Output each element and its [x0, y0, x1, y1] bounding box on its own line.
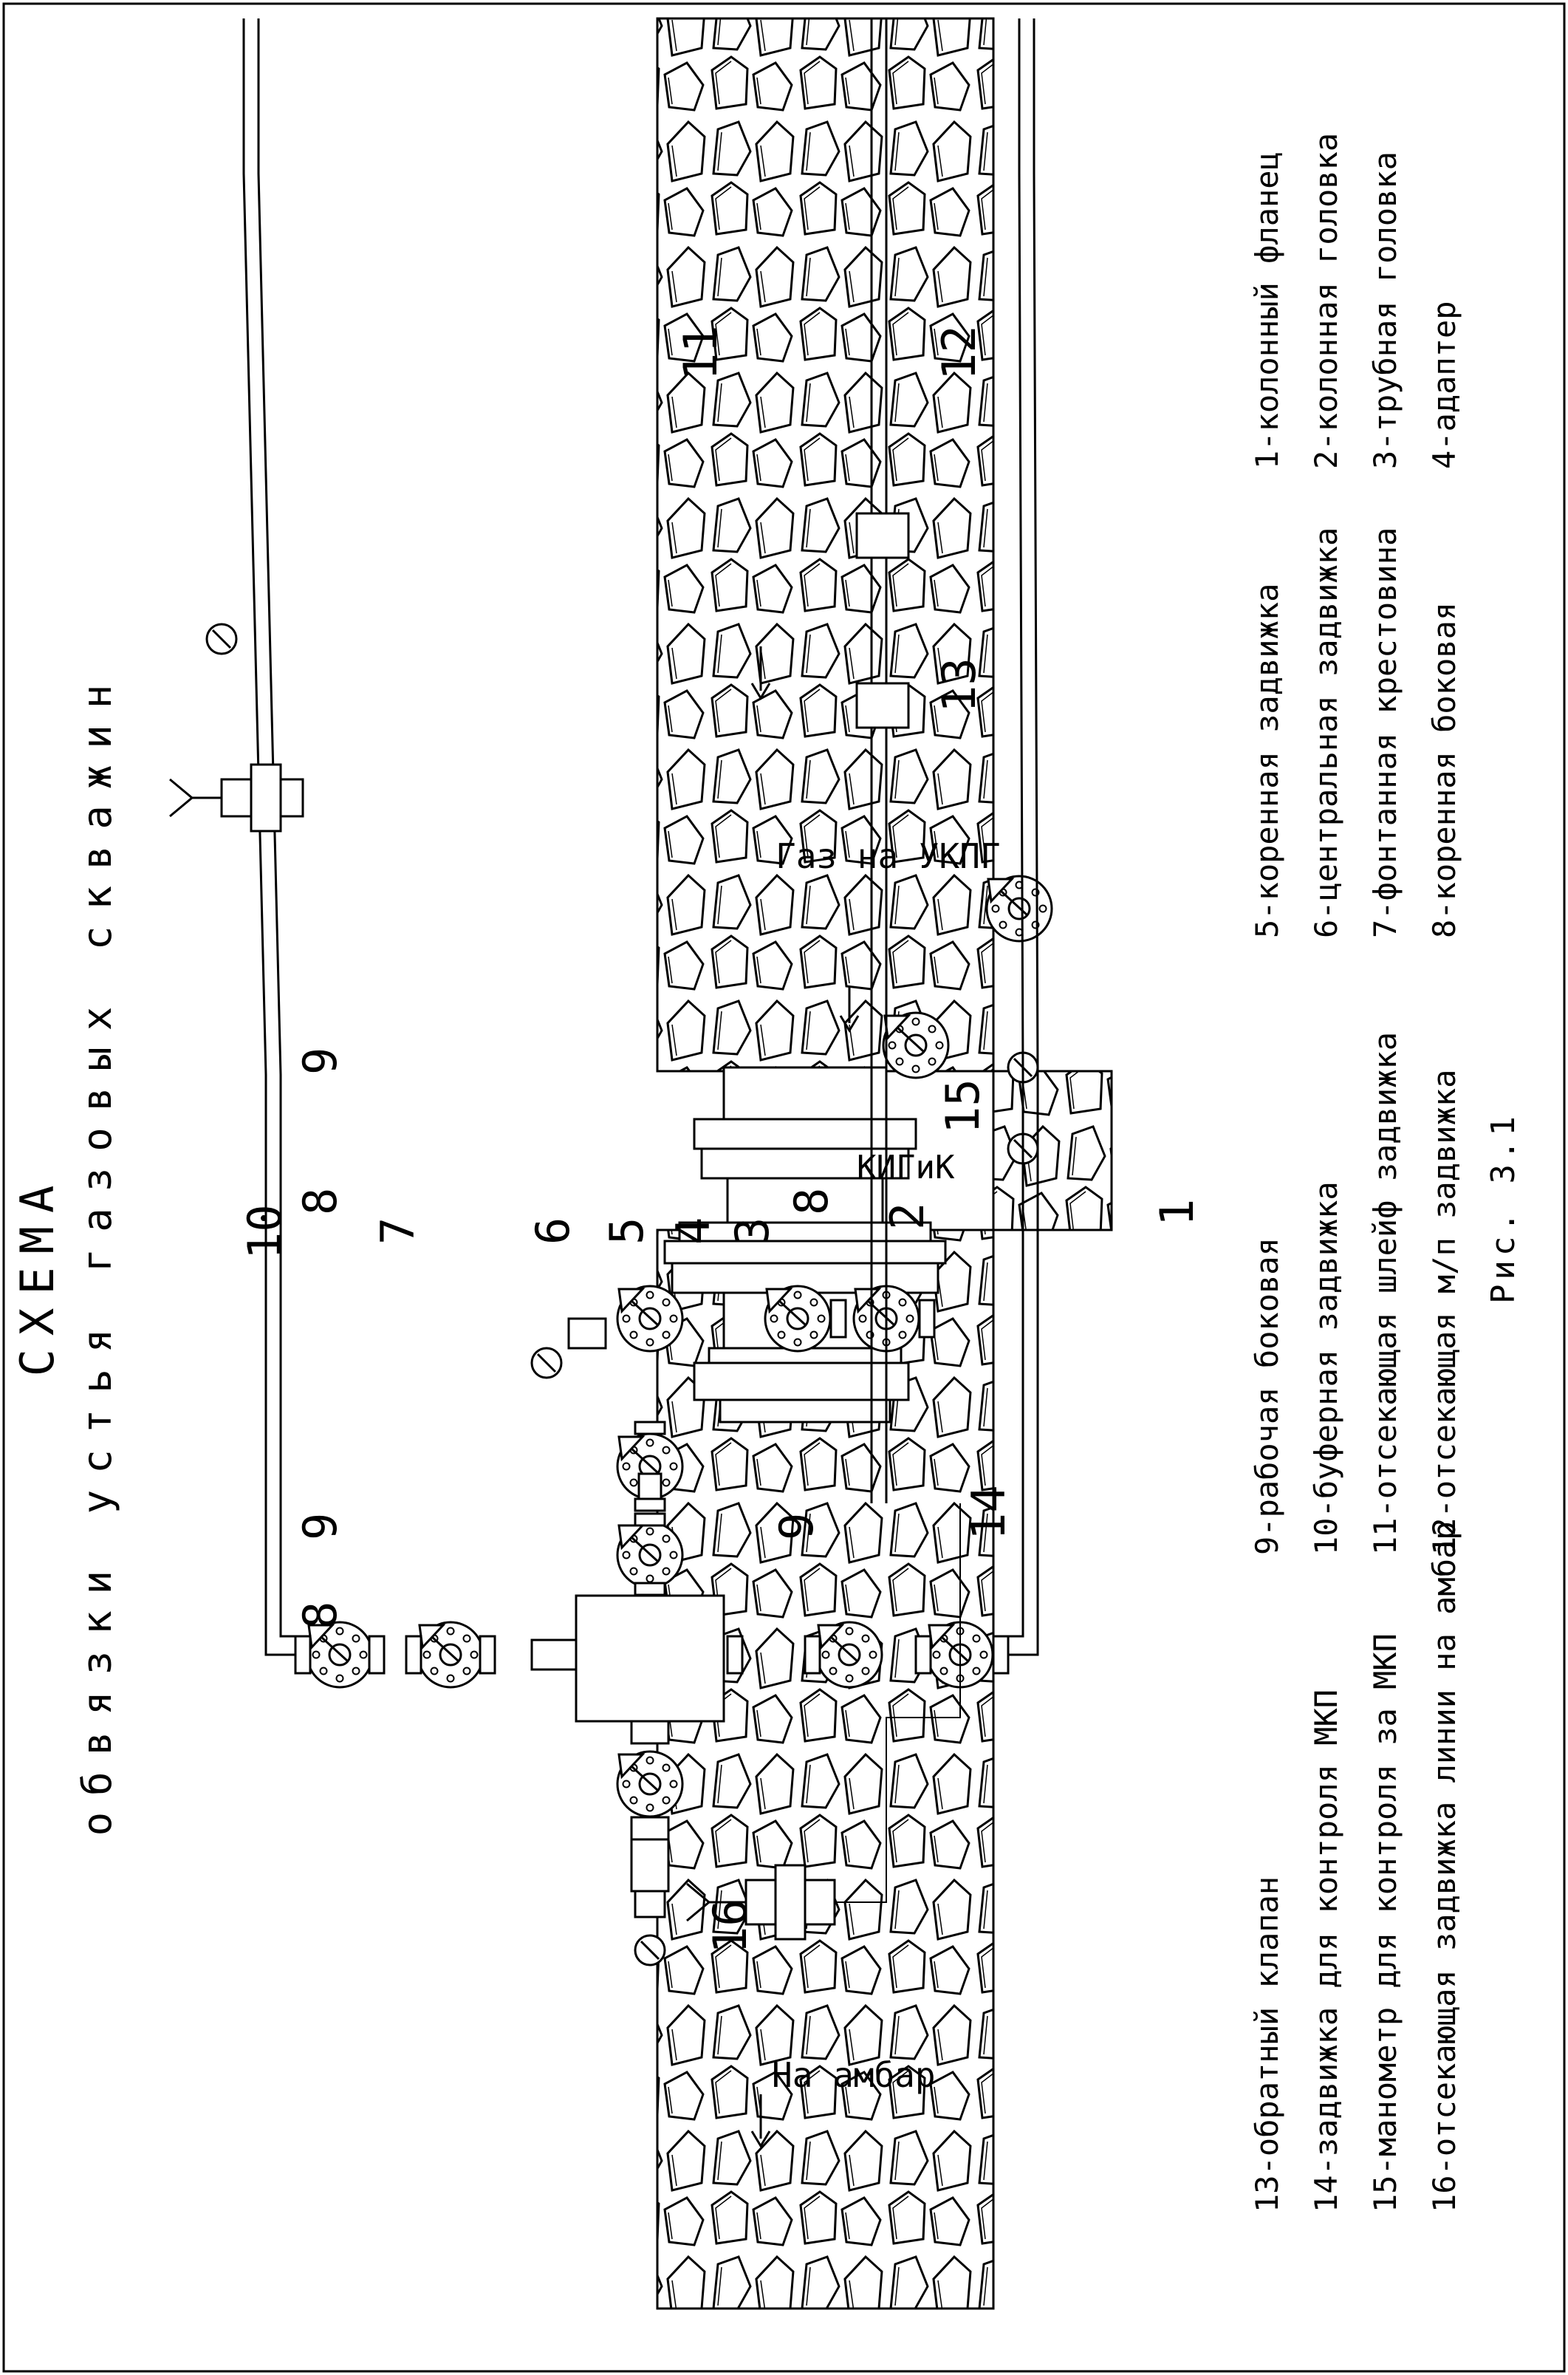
flange-6a: [634, 1582, 666, 1596]
buffer-cap: [634, 1890, 666, 1918]
legend-col4-1: 13-обратный клапан: [1249, 1876, 1285, 2212]
legend-col2-3: 7-фонтанная крестовина: [1367, 527, 1403, 938]
ambar-valve-16-flange: [774, 1864, 807, 1941]
callout-9a: 9: [293, 1048, 347, 1075]
ambar-branch: [835, 1503, 961, 1903]
legend-col3-2: 10-буферная задвижка: [1308, 1181, 1344, 1555]
callout-8b: 8: [293, 1602, 347, 1629]
callout-12: 12: [932, 325, 986, 380]
to-ambar-label: На амбар: [772, 2055, 936, 2095]
callout-14: 14: [962, 1485, 1016, 1540]
gas-to-ukpg-label: Газ на УКПГ: [776, 836, 1001, 876]
legend-col3-3: 11-отсекающая шлейф задвижка: [1367, 1032, 1403, 1555]
legend-col3-4: 12-отсекающая м/п задвижка: [1426, 1070, 1462, 1555]
callout-9b: 9: [293, 1513, 347, 1540]
callout-8c: 8: [784, 1188, 838, 1215]
tubing-valve-8-upper-icon: [616, 1285, 684, 1353]
legend-col2-4: 8-коренная боковая: [1426, 602, 1462, 938]
legend-col4-4: 16-отсекающая задвижка линии на амбар: [1426, 1521, 1462, 2212]
gas-line-outer: [242, 18, 295, 1656]
ambar-flow-arrow-icon: [750, 2094, 771, 2148]
wing-valve-8-upper-icon: [417, 1621, 485, 1689]
callout-4: 4: [666, 1217, 720, 1245]
flange-10b: [630, 1816, 670, 1841]
diagram-title: СХЕМА: [10, 1172, 64, 1377]
callout-5: 5: [600, 1217, 654, 1245]
check-valve-13: [855, 682, 910, 729]
central-valve-6-icon: [616, 1521, 684, 1589]
callout-6: 6: [526, 1217, 580, 1245]
tubing-gauge-icon: [530, 1347, 563, 1379]
casing-flange-1: [693, 1118, 917, 1150]
flange-8u-b: [405, 1635, 422, 1675]
ambar-line-inner: [1008, 18, 1024, 1638]
callout-13: 13: [932, 657, 986, 713]
wing-valve-8-lower-icon: [815, 1621, 883, 1689]
flange-5b: [634, 1421, 666, 1435]
legend-col2-2: 6-центральная задвижка: [1308, 527, 1344, 938]
flange-8u-a: [479, 1635, 496, 1675]
gas-line-inner: [257, 18, 295, 1638]
flange-6b: [634, 1512, 666, 1527]
callout-2: 2: [880, 1203, 934, 1230]
legend-col1-1: 1-колонный фланец: [1249, 151, 1285, 469]
figure-caption: Рис. 3.1: [1485, 1112, 1522, 1304]
adapter: [719, 1398, 891, 1424]
tubing-valve-8-icon: [764, 1285, 832, 1353]
ambar-valve-16-handwheel: [686, 1882, 746, 1922]
legend-col4-2: 14-задвижка для контроля МКП: [1308, 1689, 1344, 2212]
column-flange: [722, 1066, 888, 1121]
adapter-flange-2: [693, 1361, 910, 1401]
legend-col1-3: 3-трубная головка: [1367, 151, 1403, 469]
legend: 13-обратный клапан 14-задвижка для контр…: [1249, 133, 1462, 2212]
legend-col2-1: 5-коренная задвижка: [1249, 584, 1285, 938]
callout-7: 7: [371, 1217, 425, 1245]
flange-9u-a: [368, 1635, 386, 1675]
gas-line-gauge-icon: [205, 623, 238, 655]
callout-10: 10: [238, 1204, 292, 1260]
gas-flow-arrow-icon: [750, 646, 771, 700]
callout-3: 3: [725, 1217, 779, 1245]
top-gauge-icon: [634, 1934, 666, 1966]
callout-16: 16: [703, 1899, 757, 1954]
legend-col1-4: 4-адаптер: [1426, 301, 1462, 469]
callout-1: 1: [1150, 1199, 1204, 1226]
shutoff-valve-11-handwheel: [169, 778, 222, 818]
mkp-valve-14a-icon: [882, 1011, 950, 1079]
kiguk-flow-arrow-icon: [839, 986, 860, 1033]
shutoff-valve-11-flange: [250, 763, 282, 833]
mkp-valve-14b-icon: [985, 875, 1053, 943]
buffer-head: [630, 1838, 670, 1893]
flange-5a: [634, 1497, 666, 1512]
shutoff-valve-12: [855, 512, 910, 559]
callout-11: 11: [674, 325, 727, 380]
tubing-gauge-body: [567, 1317, 607, 1350]
left-wing-spool: [530, 1638, 578, 1671]
flange-t8a: [829, 1299, 847, 1339]
callout-9c: 9: [770, 1513, 824, 1540]
buffer-valve-10-icon: [616, 1750, 684, 1818]
ambar-line-outer: [1008, 18, 1039, 1656]
flange-t9a: [918, 1299, 936, 1339]
diagram-subtitle: обвязки устья газовых скважин: [74, 669, 120, 1836]
flange-9l-a: [914, 1635, 932, 1675]
legend-col3-1: 9-рабочая боковая: [1249, 1237, 1285, 1555]
legend-col4-3: 15-манометр для контроля за МКП: [1367, 1633, 1403, 2212]
legend-col1-2: 2-колонная головка: [1308, 133, 1344, 469]
flange-10a: [630, 1720, 670, 1745]
christmas-tree-cross: [575, 1594, 725, 1723]
flange-9l-b: [992, 1635, 1010, 1675]
callout-15: 15: [936, 1079, 990, 1134]
kiguk-label: КИГиК: [857, 1149, 955, 1186]
flange-8l-b: [804, 1635, 821, 1675]
callout-numbers: 1 2 3 4 5 6 7 8 8 8 9 9 9 10 11 12 13 14…: [238, 325, 1204, 1954]
flange-8l-a: [726, 1635, 744, 1675]
flange-9u-b: [294, 1635, 312, 1675]
callout-8a: 8: [293, 1188, 347, 1215]
wing-valve-9-upper-icon: [306, 1621, 374, 1689]
